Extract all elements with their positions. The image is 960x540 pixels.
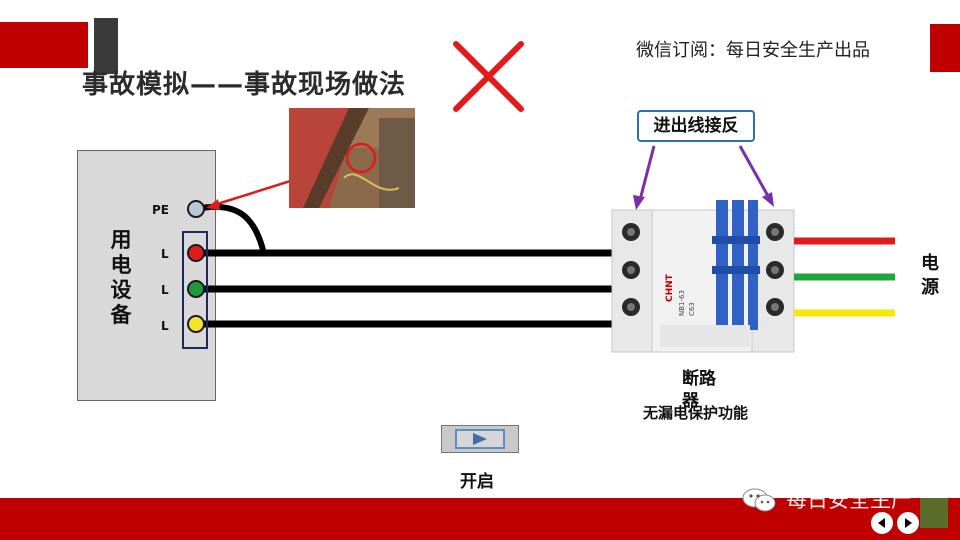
play-icon <box>473 433 487 445</box>
terminal-pe <box>187 200 205 218</box>
accident-photo <box>289 108 415 208</box>
start-button[interactable] <box>441 425 519 453</box>
callout-arrow-left <box>638 145 656 201</box>
next-slide-button[interactable] <box>897 512 919 534</box>
photo-arrow <box>213 176 301 207</box>
wechat-icon <box>742 488 776 512</box>
wrong-x-icon <box>453 41 524 112</box>
corner-square <box>920 498 948 528</box>
terminal-label-pe: PE <box>152 203 169 217</box>
breaker-brand: CHNT <box>665 273 675 302</box>
breaker-rating: C63 <box>688 302 696 316</box>
header-dark-bar <box>94 18 118 74</box>
callout-arrow-right <box>738 145 770 197</box>
device-label: 用电设备 <box>110 228 132 327</box>
terminal-label-l3: L <box>161 319 169 333</box>
terminal-l1 <box>187 244 205 262</box>
breaker-label: 断路器 <box>682 369 716 411</box>
prev-slide-button[interactable] <box>871 512 893 534</box>
breaker-model: NB1-63 <box>678 290 686 316</box>
back-arrow-icon <box>878 518 885 528</box>
header-red-block-right <box>930 24 960 72</box>
footer-bar <box>0 498 960 540</box>
header-red-block-left <box>0 22 88 68</box>
play-button-frame <box>455 429 505 449</box>
callout-reversed-wiring: 进出线接反 <box>637 110 755 142</box>
footer-watermark: 每日安全生产 <box>786 488 912 512</box>
subscribe-text: 微信订阅：每日安全生产出品 <box>636 40 870 61</box>
terminal-l2 <box>187 280 205 298</box>
l-terminal-group <box>182 231 208 349</box>
breaker-icon <box>611 200 795 353</box>
terminal-label-l2: L <box>161 283 169 297</box>
terminal-label-l1: L <box>161 247 169 261</box>
terminal-l3 <box>187 315 205 333</box>
callout-arrow-right-head <box>762 192 774 207</box>
forward-arrow-icon <box>905 518 912 528</box>
photo-arrow-head <box>206 199 220 210</box>
breaker-sub-label: 无漏电保护功能 <box>643 404 749 422</box>
page-title: 事故模拟——事故现场做法 <box>82 70 407 100</box>
source-label: 电源 <box>921 253 939 298</box>
callout-arrow-left-head <box>633 195 645 210</box>
start-label: 开启 <box>460 472 494 492</box>
